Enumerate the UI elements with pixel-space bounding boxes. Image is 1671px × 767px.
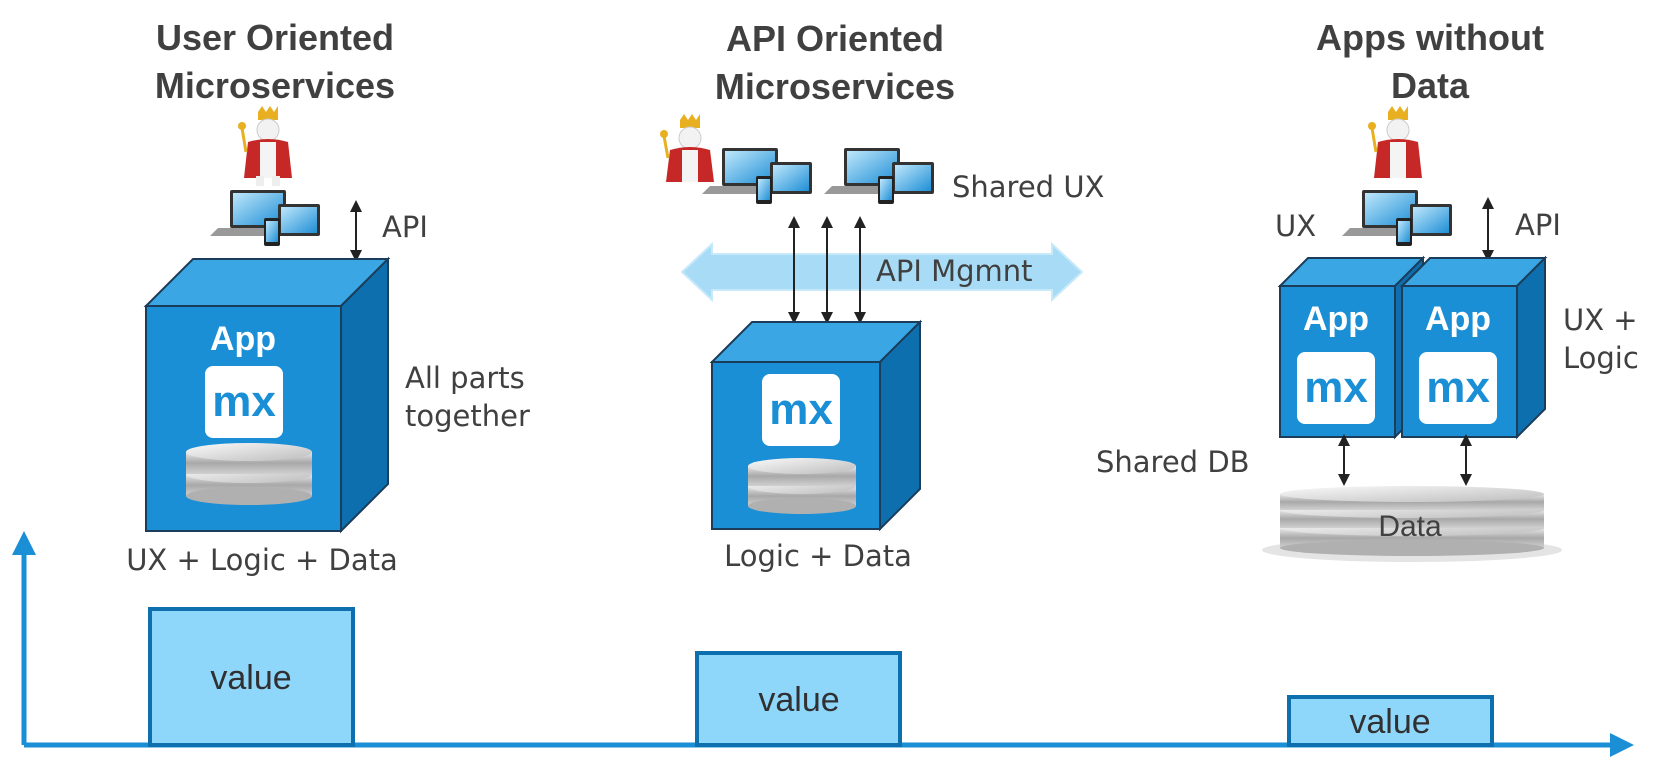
apps-side-line2: Logic	[1563, 341, 1639, 375]
column-user-oriented: User Oriented Microservices API	[126, 17, 530, 577]
database-icon	[748, 458, 856, 514]
api-mgmt-band	[680, 241, 1084, 303]
user-title-line1: User Oriented	[156, 17, 394, 58]
value-label-user: value	[210, 659, 291, 697]
mx-logo-icon: mx	[762, 374, 840, 446]
user-app-label: App	[210, 320, 276, 358]
mx-logo-icon: mx	[205, 366, 283, 438]
api-title-line2: Microservices	[715, 66, 955, 107]
apps-ux-label: UX	[1275, 209, 1316, 243]
user-caption: UX + Logic + Data	[126, 543, 398, 577]
apps-api-label: API	[1515, 208, 1561, 242]
api-mx-text: mx	[769, 385, 833, 434]
mx-logo-icon: mx	[1419, 352, 1497, 424]
column-api-oriented: API Oriented Microservices	[660, 18, 1104, 573]
value-label-apps: value	[1349, 703, 1430, 741]
mx-logo-icon: mx	[1297, 352, 1375, 424]
database-icon	[186, 443, 312, 505]
user-api-label: API	[382, 210, 428, 244]
king-apps-icon	[1368, 106, 1422, 178]
x-axis-arrowhead	[1610, 733, 1634, 757]
api-shared-ux-label: Shared UX	[952, 170, 1104, 204]
value-label-api: value	[758, 681, 839, 719]
apps-title-line1: Apps without	[1316, 17, 1544, 58]
api-title-line1: API Oriented	[726, 18, 944, 59]
devices-apps-icon	[1342, 190, 1452, 246]
y-axis-arrowhead	[12, 531, 36, 555]
apps-mx1-text: mx	[1304, 363, 1368, 412]
shared-data-label: Data	[1378, 510, 1442, 543]
value-bar-user: value	[148, 607, 355, 747]
devices-user-icon	[210, 190, 320, 246]
api-caption: Logic + Data	[724, 539, 912, 573]
king-user-icon	[238, 106, 292, 186]
apps-shared-db-label: Shared DB	[1096, 445, 1250, 479]
value-bar-apps: value	[1287, 695, 1494, 747]
user-side-line2: together	[405, 399, 530, 433]
apps-app1-label: App	[1303, 300, 1369, 338]
apps-app2-label: App	[1425, 300, 1491, 338]
devices-api-icon-2	[824, 148, 934, 204]
king-api-icon	[660, 114, 714, 182]
api-mgmt-label: API Mgmnt	[876, 254, 1033, 288]
user-mx-text: mx	[212, 377, 276, 426]
apps-mx2-text: mx	[1426, 363, 1490, 412]
apps-title-line2: Data	[1391, 65, 1470, 106]
shared-database-icon	[1262, 486, 1562, 562]
user-title-line2: Microservices	[155, 65, 395, 106]
apps-side-line1: UX +	[1563, 303, 1638, 337]
value-bar-api: value	[695, 651, 902, 747]
user-side-line1: All parts	[405, 361, 525, 395]
column-apps-without-data: Apps without Data UX API	[1096, 17, 1639, 562]
devices-api-icon-1	[702, 148, 812, 204]
